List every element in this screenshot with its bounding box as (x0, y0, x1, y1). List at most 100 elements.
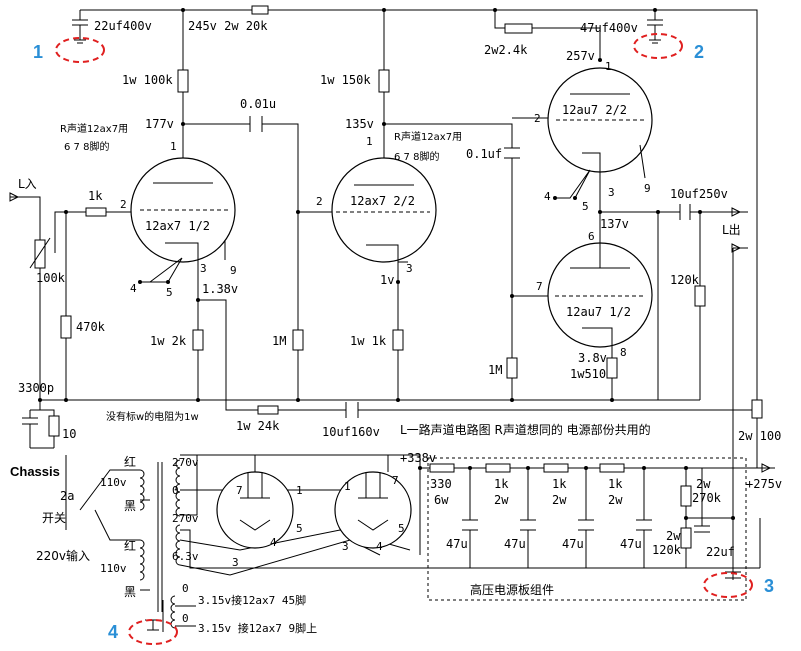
v137-label: 137v (600, 217, 629, 231)
pin-3c: 3 (608, 186, 615, 199)
tr-63: 6.3v (172, 550, 199, 563)
r1kc-label: 1k (608, 477, 623, 491)
diagram-title: L一路声道电路图 R声道想同的 电源部份共用的 (400, 422, 651, 437)
rt-pin-1a: 1 (296, 484, 303, 497)
note-r2a: R声道12ax7用 (394, 130, 462, 143)
switch-label: 开关 (42, 511, 66, 525)
c22uf-label: 22uf (706, 545, 735, 559)
rt-pin-1b: 1 (344, 480, 351, 493)
tube4-name: 12au7 1/2 (566, 305, 631, 319)
c47c-label: 47u (562, 537, 584, 551)
power-transformer (139, 459, 181, 629)
r330-label: 330 (430, 477, 452, 491)
c47b-label: 47u (504, 537, 526, 551)
rt-pin-4b: 4 (376, 540, 383, 553)
r1kbw-label: 2w (552, 493, 567, 507)
pin-2c: 2 (534, 112, 541, 125)
r-2w24k-label: 2w2.4k (484, 43, 528, 57)
c001-label: 0.01u (240, 97, 276, 111)
note-w: 没有标w的电阻为1w (106, 410, 199, 423)
tr-110a: 110v (100, 476, 127, 489)
chassis-label: Chassis (10, 464, 60, 479)
wire-red-2: 红 (124, 538, 136, 553)
marker-4: 4 (108, 622, 118, 642)
c-47uf400-label: 47uf400v (580, 21, 638, 35)
r-1k-label: 1k (88, 189, 103, 203)
r-1k2-label: 1w 1k (350, 334, 387, 348)
fil2-label: 3.15v 接12ax7 9脚上 (198, 621, 317, 635)
r-470k-label: 470k (76, 320, 106, 334)
c47d-label: 47u (620, 537, 642, 551)
r1ka-label: 1k (494, 477, 509, 491)
pin-1a: 1 (170, 140, 177, 153)
c-10uf160-label: 10uf160v (322, 425, 380, 439)
hv-board-label: 高压电源板组件 (470, 582, 554, 597)
r270-w-label: 2w (696, 477, 711, 491)
v257-label: 257v (566, 49, 595, 63)
rt-pin-4a: 4 (270, 536, 277, 549)
tr-0: 0 (172, 484, 179, 497)
pin-5a: 5 (166, 286, 173, 299)
v135-label: 135v (345, 117, 374, 131)
marker-1: 1 (33, 42, 43, 62)
r1kaw-label: 2w (494, 493, 509, 507)
fuse-label: 2a (60, 489, 74, 503)
r-100k-label: 100k (36, 271, 66, 285)
rectifier-tubes (216, 471, 412, 549)
pin-6d: 6 (588, 230, 595, 243)
junction-dots (38, 8, 735, 520)
v38-label: 3.8v (578, 351, 607, 365)
r-120k-label: 120k (670, 273, 700, 287)
io-arrows (9, 192, 772, 473)
pin-2a: 2 (120, 198, 127, 211)
hv-board-outline (427, 457, 747, 601)
wire-red-1: 红 (124, 454, 136, 469)
tube2-name: 12ax7 2/2 (350, 194, 415, 208)
pin-9c: 9 (644, 182, 651, 195)
pin-3b: 3 (406, 262, 413, 275)
r-1m2-label: 1M (488, 363, 502, 377)
tube3-name: 12au7 2/2 (562, 103, 627, 117)
r-510-label: 1w510 (570, 367, 606, 381)
pin-4a: 4 (130, 282, 137, 295)
rt-pin-5b: 5 (398, 522, 405, 535)
c-22uf400v-label: 22uf400v (94, 19, 152, 33)
tube-12ax7-2 (331, 157, 437, 263)
pin-1b: 1 (366, 135, 373, 148)
rt-pin-3a: 3 (232, 556, 239, 569)
fil1-label: 3.15v接12ax7 45脚 (198, 593, 306, 607)
rt-pin-3b: 3 (342, 540, 349, 553)
tube-12au7-1 (547, 67, 653, 199)
v1-label: 1v (380, 273, 394, 287)
r1kb-label: 1k (552, 477, 567, 491)
r1-label: 1w 100k (122, 73, 173, 87)
r10-label: 10 (62, 427, 76, 441)
r-top-label: 245v 2w 20k (188, 19, 268, 33)
r1kcw-label: 2w (608, 493, 623, 507)
note-r1a: R声道12ax7用 (60, 122, 128, 135)
wire-black-1: 黑 (124, 499, 136, 513)
wire-black-2: 黑 (124, 585, 136, 599)
tr-110b: 110v (100, 562, 127, 575)
mains-label: 220v输入 (36, 548, 90, 563)
v338-label: +338v (400, 451, 436, 465)
r2-label: 1w 150k (320, 73, 371, 87)
r-2w100-label: 2w 100 (738, 429, 781, 443)
v138-label: 1.38v (202, 282, 238, 296)
r330w-label: 6w (434, 493, 449, 507)
pin-5c: 5 (582, 200, 589, 213)
marker-2: 2 (694, 42, 704, 62)
capacitors (22, 19, 741, 631)
pin-9a: 9 (230, 264, 237, 277)
pin-3a: 3 (200, 262, 207, 275)
tube1-name: 12ax7 1/2 (145, 219, 210, 233)
fil2-zero: 0 (182, 612, 189, 625)
fil1-zero: 0 (182, 582, 189, 595)
pin-2b: 2 (316, 195, 323, 208)
rt-pin-5a: 5 (296, 522, 303, 535)
pin-1c: 1 (605, 60, 612, 73)
tube-12au7-2 (547, 240, 653, 348)
tube-12ax7-1 (130, 157, 236, 283)
c3300-label: 3300p (18, 381, 54, 395)
